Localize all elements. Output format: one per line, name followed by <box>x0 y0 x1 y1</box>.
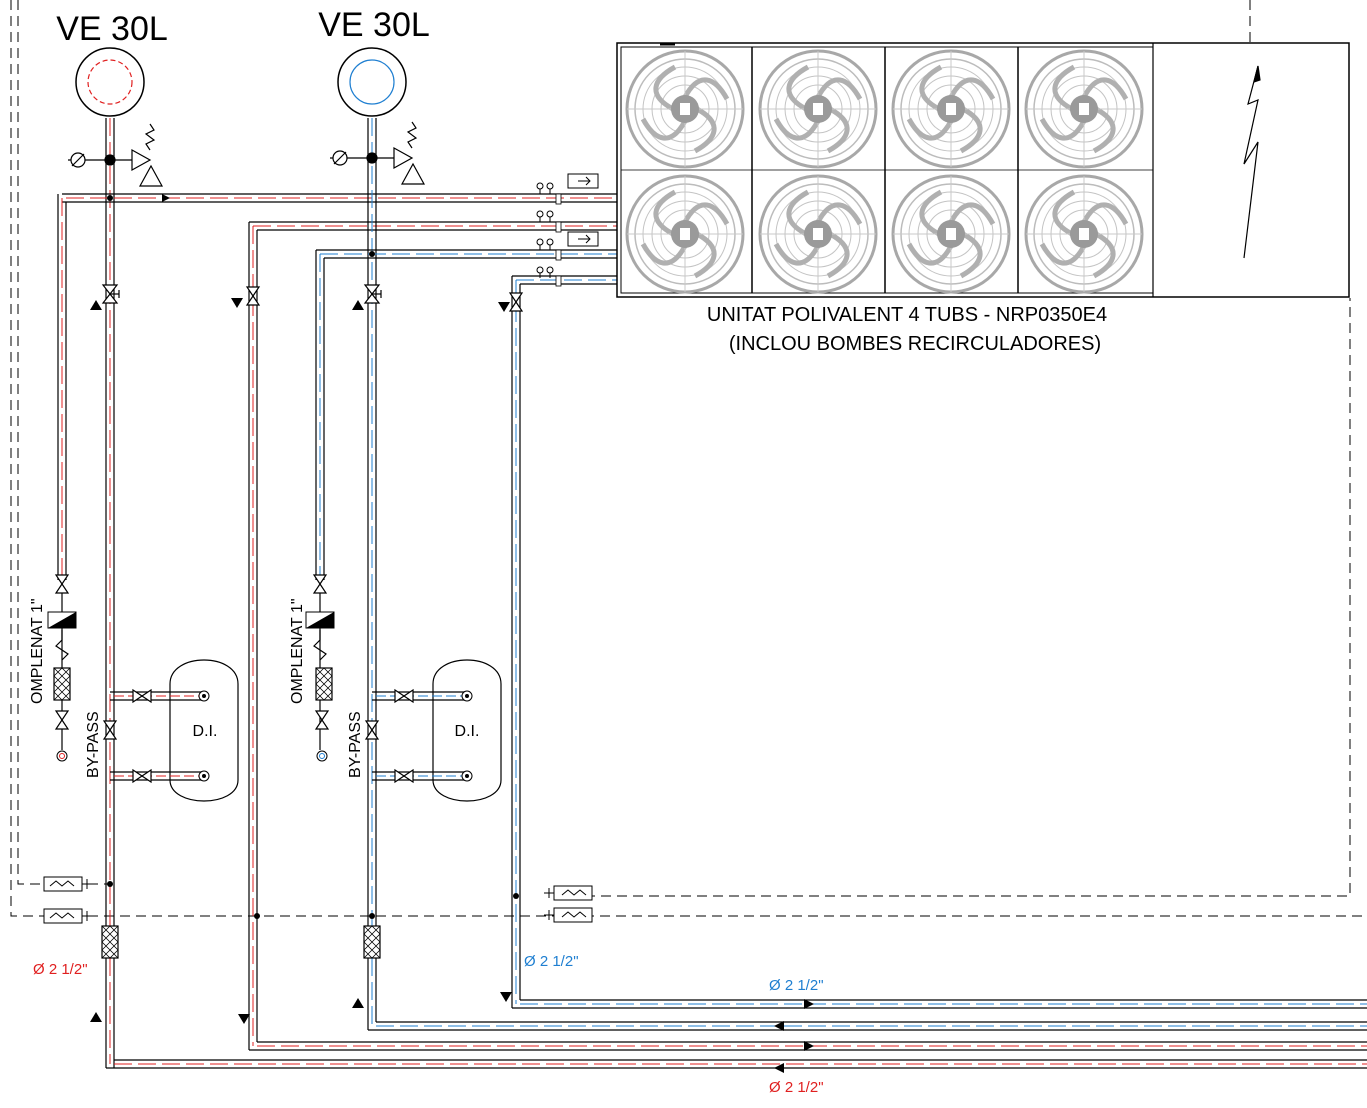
hot-pipe-bottom <box>106 1059 1367 1069</box>
diameter-label-hot-left: Ø 2 1/2" <box>33 961 88 978</box>
flow-direction-marker <box>231 298 243 308</box>
inertia-tank-label-hot: D.I. <box>193 723 218 740</box>
temp-sensor <box>543 907 593 923</box>
fan-icon <box>760 51 876 167</box>
expansion-tank-cold <box>337 47 407 117</box>
electrical-panel-symbol <box>1243 65 1261 259</box>
flow-direction-marker <box>498 302 510 312</box>
strainer-cold <box>363 925 381 959</box>
diameter-label-hot-bottom: Ø 2 1/2" <box>769 1079 824 1096</box>
strainer-hot <box>101 925 119 959</box>
flow-arrow <box>162 194 170 202</box>
cold-pipe-return <box>511 275 1367 1009</box>
diameter-label-cold-bottom: Ø 2 1/2" <box>769 977 824 994</box>
fill-label-cold: OMPLENAT 1" <box>289 598 306 704</box>
flow-direction-marker <box>352 300 364 310</box>
diameter-label-cold-left: Ø 2 1/2" <box>524 953 579 970</box>
cold-pipe-main-vertical <box>367 118 1367 1031</box>
tank-label-cold: VE 30L <box>318 6 430 44</box>
expansion-tank-hot <box>75 47 145 117</box>
temp-sensor <box>43 908 93 924</box>
fill-branch-hot <box>47 574 77 762</box>
inertia-tank-label-cold: D.I. <box>455 723 480 740</box>
junction-dots <box>107 195 519 919</box>
fan-icon <box>627 51 743 167</box>
inertia-tank-hot <box>103 659 239 802</box>
temp-sensor <box>43 876 93 892</box>
fill-branch-cold <box>305 574 335 762</box>
bypass-label-hot: BY-PASS <box>85 711 102 778</box>
tank-label-hot: VE 30L <box>56 10 168 48</box>
fill-label-hot: OMPLENAT 1" <box>29 598 46 704</box>
dashed-control-lines <box>10 0 1367 917</box>
fan-icon <box>893 176 1009 292</box>
unit-inlet-instruments <box>536 173 599 287</box>
flow-direction-marker <box>90 300 102 310</box>
fan-icon <box>1026 176 1142 292</box>
safety-valve-hot <box>68 123 164 187</box>
cold-circuit-pipes <box>315 118 1367 1031</box>
cold-pipe-supply <box>315 249 620 750</box>
fan-icon <box>1026 51 1142 167</box>
safety-valve-cold <box>330 121 426 185</box>
hot-pipe-main-vertical <box>105 118 115 1068</box>
hot-circuit-pipes <box>57 118 1367 1069</box>
unit-subtitle: (INCLOU BOMBES RECIRCULADORES) <box>729 333 1101 355</box>
fan-icon <box>760 176 876 292</box>
fan-icon <box>893 51 1009 167</box>
bypass-label-cold: BY-PASS <box>347 711 364 778</box>
temp-sensor <box>543 885 593 901</box>
hot-pipe-top <box>57 193 620 580</box>
inertia-tank-cold <box>365 659 502 802</box>
unit-title: UNITAT POLIVALENT 4 TUBS - NRP0350E4 <box>707 304 1107 326</box>
fan-icon <box>627 176 743 292</box>
flow-direction-markers <box>90 992 814 1073</box>
